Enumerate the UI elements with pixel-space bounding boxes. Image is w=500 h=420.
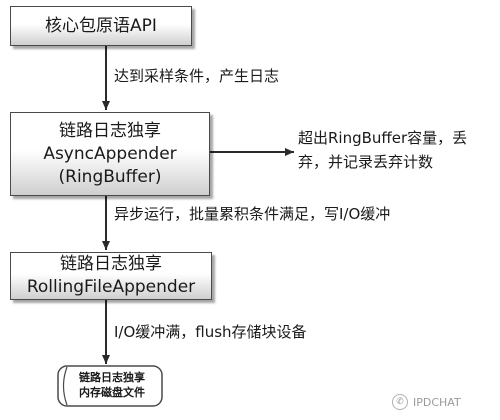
edge-label-async-write: 异步运行，批量累积条件满足，写I/O缓冲 bbox=[114, 205, 391, 223]
async-appender-line-3: (RingBuffer) bbox=[58, 166, 162, 187]
watermark-text: IPDCHAT bbox=[413, 395, 461, 409]
edge-label-flush: I/O缓冲满，flush存储块设备 bbox=[114, 323, 307, 341]
core-api-box: 核心包原语API bbox=[10, 6, 192, 46]
wechat-icon: ✆ bbox=[392, 394, 408, 410]
rolling-appender-box: 链路日志独享 RollingFileAppender bbox=[10, 252, 212, 300]
rolling-appender-line-1: 链路日志独享 bbox=[60, 254, 162, 274]
discard-note: 超出RingBuffer容量，丢 弃，并记录丢弃计数 bbox=[298, 126, 467, 174]
disk-file-line-1: 链路日志独享 bbox=[79, 371, 145, 384]
watermark: ✆ IPDCHAT bbox=[392, 394, 461, 410]
async-appender-line-1: 链路日志独享 bbox=[59, 120, 161, 141]
disk-cylinder bbox=[57, 365, 163, 407]
discard-note-line-2: 弃，并记录丢弃计数 bbox=[298, 153, 434, 171]
disk-file-label: 链路日志独享 内存磁盘文件 bbox=[62, 370, 162, 400]
edge-label-sampling: 达到采样条件，产生日志 bbox=[114, 67, 280, 85]
disk-file-line-2: 内存磁盘文件 bbox=[79, 386, 145, 399]
async-appender-line-2: AsyncAppender bbox=[43, 143, 177, 164]
async-appender-box: 链路日志独享 AsyncAppender (RingBuffer) bbox=[10, 112, 210, 196]
core-api-label: 核心包原语API bbox=[45, 15, 157, 36]
rolling-appender-line-2: RollingFileAppender bbox=[26, 277, 196, 297]
discard-note-line-1: 超出RingBuffer容量，丢 bbox=[298, 129, 468, 147]
